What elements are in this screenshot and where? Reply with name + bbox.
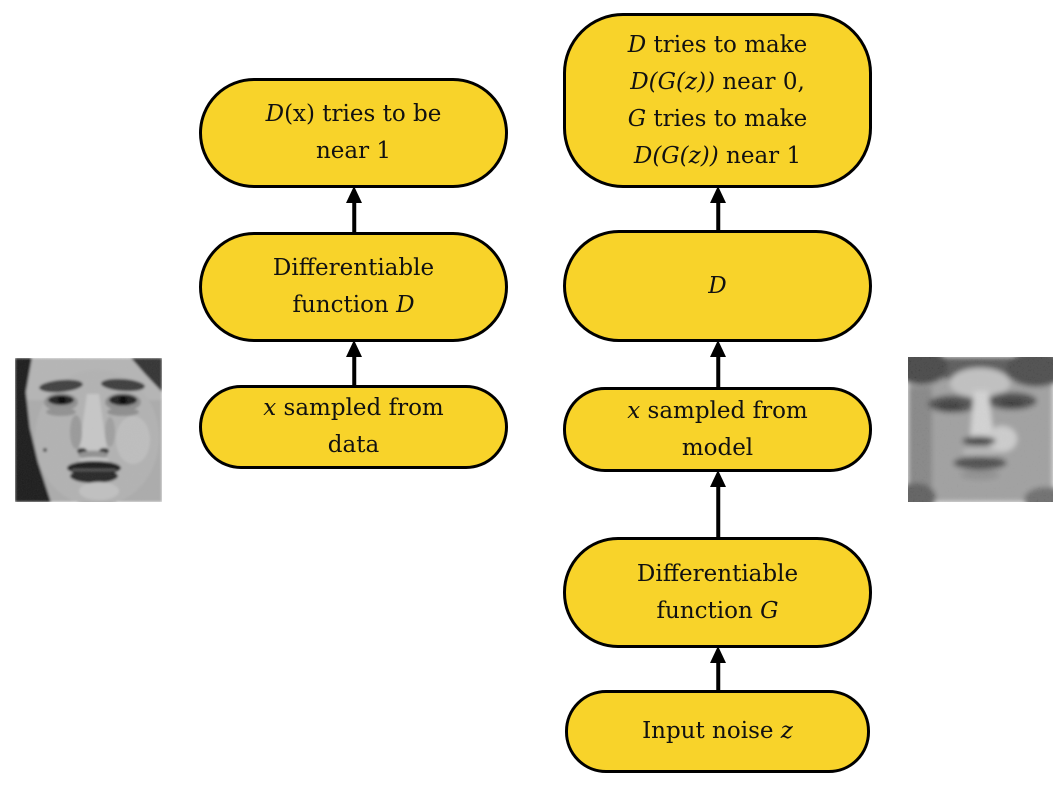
box-text-segment: data — [327, 432, 380, 458]
arrow-up-icon — [709, 470, 727, 540]
box-text-line: near 1 — [316, 133, 391, 170]
box-text-segment: tries to make — [646, 105, 808, 132]
box-text-segment: D — [708, 272, 727, 299]
arrow-up-icon — [345, 340, 363, 388]
box-text-segment: D — [265, 101, 285, 127]
box-text-line: data — [328, 427, 379, 464]
arrow-up-icon — [709, 186, 727, 233]
arrow-stem — [716, 200, 720, 233]
box-text-segment: Differentiable — [636, 560, 799, 587]
box-text-segment: G — [627, 105, 647, 132]
box-x-sampled-data: x sampled from data — [199, 385, 508, 469]
arrow-stem — [352, 354, 356, 388]
box-text-line: Input noise z — [642, 713, 793, 750]
box-text-line: Differentiable — [637, 556, 798, 593]
box-text-segment: sampled from — [640, 397, 808, 424]
box-text-segment: x — [263, 395, 277, 421]
box-text-segment: Input noise — [642, 718, 781, 744]
box-text-line: function G — [657, 593, 779, 630]
box-text-segment: (x) tries to be — [284, 101, 442, 127]
arrow-stem — [352, 200, 356, 235]
box-text-line: Differentiable — [273, 250, 434, 287]
box-text-segment: D — [627, 31, 647, 58]
box-diff-function-g: Differentiable function G — [563, 537, 872, 648]
box-text-line: D(G(z)) near 1 — [634, 138, 801, 175]
generated-face-photo — [908, 357, 1053, 502]
box-diff-function-d: Differentiable function D — [199, 232, 508, 342]
box-text-segment: sampled from — [276, 395, 444, 421]
box-text-line: x sampled from — [627, 393, 808, 430]
box-text-segment: z — [780, 718, 793, 744]
box-text-segment: model — [681, 434, 754, 461]
arrow-stem — [716, 484, 720, 540]
box-text-segment: G — [760, 597, 779, 624]
box-text-line: D tries to make — [628, 27, 808, 64]
box-function-d: D — [563, 230, 872, 342]
box-input-noise-z: Input noise z — [565, 690, 870, 773]
arrow-head — [710, 646, 726, 663]
box-text-segment: D(G(z)) — [630, 68, 716, 95]
arrow-up-icon — [709, 340, 727, 390]
arrow-head — [710, 340, 726, 357]
box-text-line: D(x) tries to be — [266, 96, 442, 133]
arrow-head — [346, 186, 362, 203]
box-text-line: G tries to make — [628, 101, 807, 138]
arrow-head — [710, 470, 726, 487]
arrow-up-icon — [345, 186, 363, 235]
arrow-stem — [716, 354, 720, 390]
box-text-segment: x — [627, 397, 641, 424]
box-text-segment: near 1 — [315, 138, 392, 164]
box-text-segment: Differentiable — [272, 255, 435, 281]
box-x-sampled-model: x sampled from model — [563, 387, 872, 472]
box-text-line: model — [682, 430, 753, 467]
box-text-segment: near 0, — [715, 68, 805, 95]
arrow-up-icon — [709, 646, 727, 693]
box-text-segment: D — [396, 292, 415, 318]
box-text-line: function D — [292, 287, 414, 324]
box-text-segment: D(G(z)) — [633, 142, 719, 169]
arrow-head — [710, 186, 726, 203]
box-text-segment: function — [292, 292, 397, 318]
box-text-segment: near 1 — [718, 142, 802, 169]
box-text-line: D — [708, 268, 726, 305]
box-text-segment: function — [656, 597, 761, 624]
box-text-line: x sampled from — [263, 390, 444, 427]
arrow-head — [346, 340, 362, 357]
real-face-photo — [15, 358, 162, 502]
arrow-stem — [716, 660, 720, 693]
box-text-line: D(G(z)) near 0, — [630, 64, 805, 101]
box-text-segment: tries to make — [646, 31, 808, 58]
box-dx-near-1: D(x) tries to be near 1 — [199, 78, 508, 188]
